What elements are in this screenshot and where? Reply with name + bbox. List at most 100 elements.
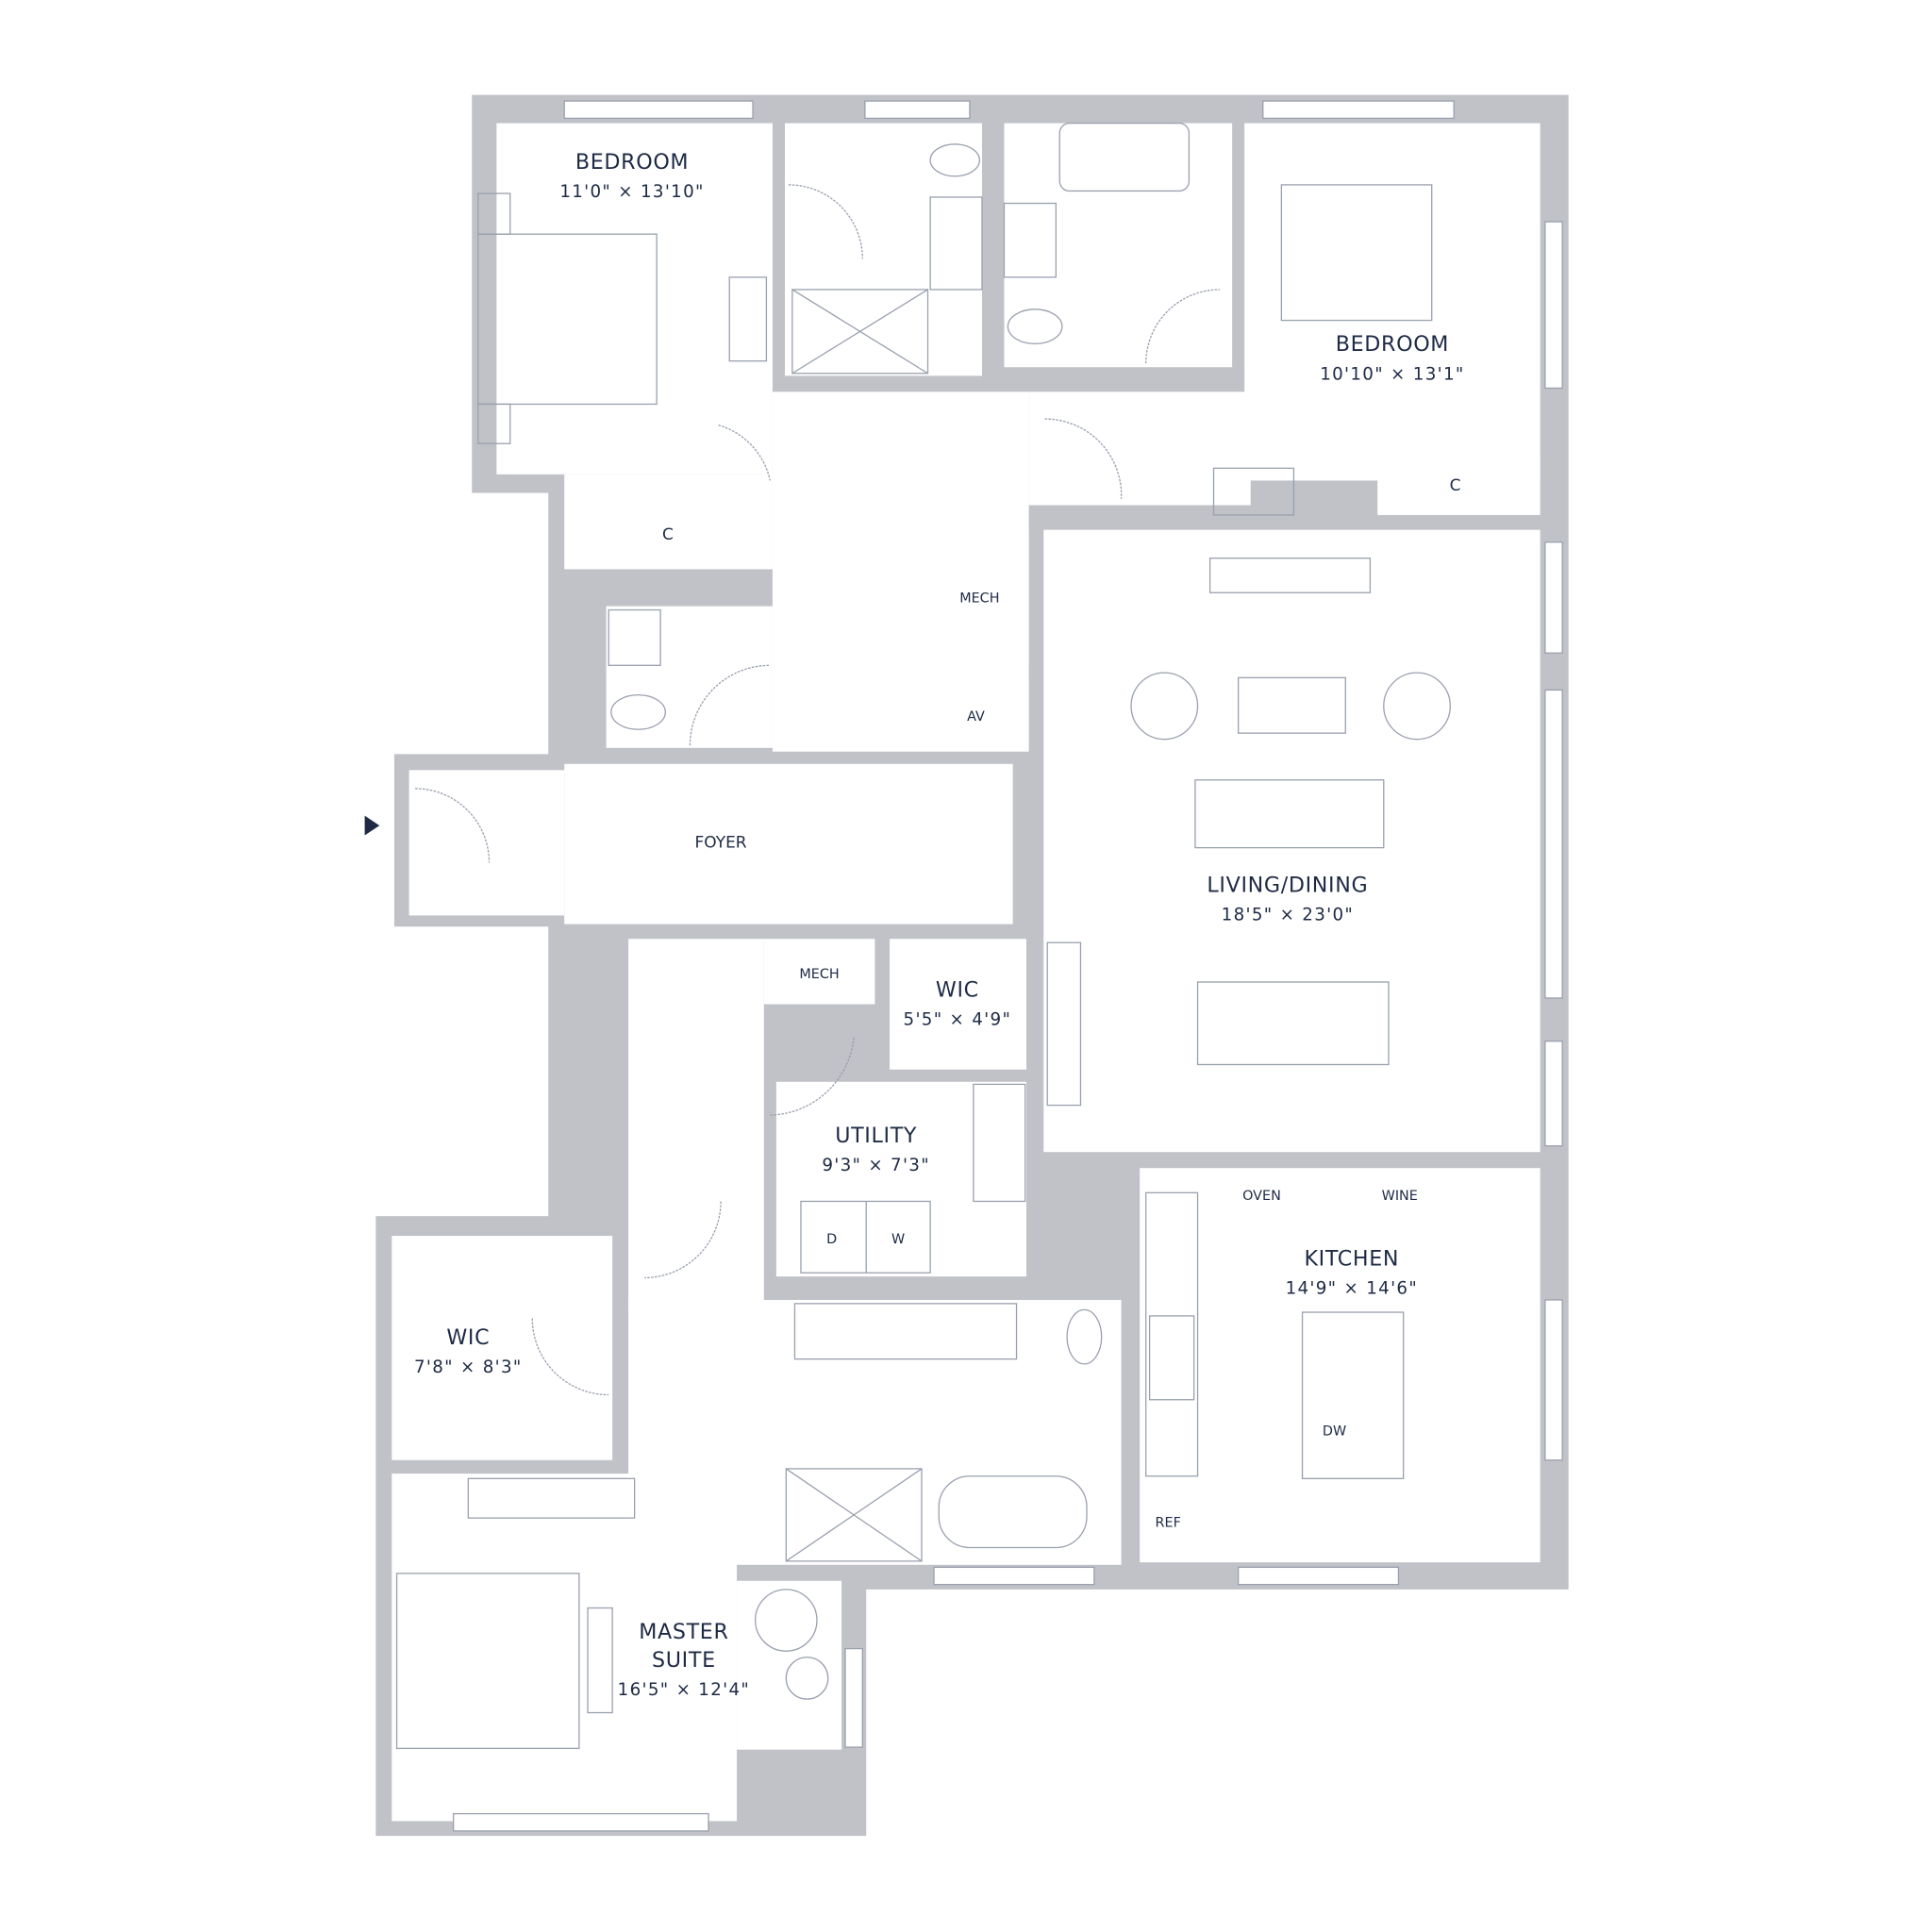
shower	[785, 1468, 923, 1562]
utility-area	[775, 1081, 1026, 1277]
vanity	[608, 608, 661, 666]
bedroom-1-area	[496, 123, 773, 475]
wine-label: WINE	[1382, 1189, 1418, 1204]
lower-hall-area	[628, 939, 764, 1309]
window	[1262, 100, 1455, 120]
window	[1544, 541, 1563, 654]
toilet	[929, 143, 981, 177]
room-name: SUITE	[652, 1648, 716, 1673]
toilet	[1007, 308, 1063, 345]
dining-table	[1196, 981, 1390, 1066]
room-dimensions: 9'3" × 7'3"	[822, 1156, 930, 1175]
vestibule-area	[408, 770, 565, 916]
mech-2-area	[763, 939, 875, 1005]
bed	[1280, 184, 1433, 322]
island	[1301, 1311, 1405, 1479]
room-dimensions: 7'8" × 8'3"	[414, 1357, 523, 1377]
room-name: WIC	[936, 978, 979, 1003]
window	[1544, 1041, 1563, 1147]
room-labels: BEDROOM 11'0" × 13'10" BEDROOM 10'10" × …	[414, 150, 1464, 1700]
bedroom-1-closet-area	[564, 474, 773, 570]
wic-master-area	[391, 1236, 613, 1460]
mech-1-area	[918, 529, 1029, 666]
hall-link-area	[1028, 391, 1251, 506]
window	[563, 100, 754, 120]
fridge-label: REF	[1156, 1515, 1181, 1530]
room-dimensions: 10'10" × 13'1"	[1320, 364, 1464, 384]
av-area	[918, 677, 1029, 748]
living-dining-area	[1043, 529, 1541, 1153]
sideboard	[1046, 941, 1082, 1107]
washer-label: W	[891, 1232, 905, 1247]
bathtub	[1058, 122, 1191, 192]
window	[1544, 221, 1563, 390]
media-console	[1208, 558, 1372, 593]
master-suite-bay-area	[737, 1580, 842, 1750]
bed	[477, 233, 658, 406]
fixture-labels: C C MECH AV MECH D W OVEN WINE DW REF	[662, 476, 1460, 1530]
dishwasher-label: DW	[1323, 1424, 1346, 1440]
armchair	[1130, 672, 1199, 741]
dresser	[1212, 467, 1295, 516]
armchair	[754, 1589, 818, 1652]
room-dimensions: 18'5" × 23'0"	[1222, 906, 1354, 925]
window	[933, 1566, 1095, 1586]
closet-label: C	[662, 525, 674, 544]
room-dimensions: 11'0" × 13'10"	[559, 182, 704, 202]
bed	[395, 1573, 580, 1750]
foyer-area	[564, 763, 1013, 924]
wic-small-area	[890, 939, 1026, 1070]
sink	[973, 1083, 1026, 1203]
double-vanity	[793, 1303, 1018, 1360]
room-name: LIVING/DINING	[1207, 874, 1368, 898]
shower	[791, 289, 929, 375]
av-label: AV	[967, 709, 985, 724]
room-name: BEDROOM	[1336, 332, 1449, 357]
side-table	[785, 1657, 829, 1700]
room-name: BEDROOM	[575, 150, 689, 175]
mech-label: MECH	[959, 591, 999, 607]
windows	[452, 100, 1563, 1832]
room-name: WIC	[446, 1325, 490, 1350]
bench	[587, 1607, 613, 1714]
armchair	[1383, 672, 1451, 741]
bedroom-2-closet-area	[1377, 456, 1541, 515]
room-name: KITCHEN	[1304, 1246, 1399, 1271]
sofa	[1194, 779, 1385, 849]
window	[452, 1812, 709, 1832]
rooms	[391, 123, 1541, 1822]
window	[844, 1647, 863, 1748]
room-name: MASTER	[639, 1620, 728, 1644]
desk	[728, 276, 768, 362]
powder-room-area	[606, 606, 773, 748]
toilet	[1066, 1308, 1103, 1365]
closet-label: C	[1450, 476, 1461, 495]
toilet	[610, 693, 666, 730]
window	[1238, 1566, 1400, 1586]
kitchen-area	[1140, 1168, 1541, 1563]
counter	[1145, 1191, 1199, 1477]
bedroom-2-area	[1244, 123, 1541, 481]
dresser	[467, 1477, 636, 1519]
nightstand	[477, 403, 511, 444]
window	[1544, 689, 1563, 999]
room-name: FOYER	[695, 834, 747, 853]
vanity	[929, 196, 983, 291]
bath-2-area	[1004, 123, 1233, 368]
freestanding-tub	[938, 1475, 1088, 1549]
dryer-label: D	[826, 1232, 837, 1247]
doors	[415, 184, 1221, 1396]
room-dimensions: 5'5" × 4'9"	[904, 1010, 1012, 1030]
mech-label: MECH	[799, 967, 839, 982]
window	[1544, 1299, 1563, 1461]
room-name: UTILITY	[835, 1124, 917, 1148]
furniture	[395, 122, 1451, 1750]
room-dimensions: 14'9" × 14'6"	[1286, 1278, 1418, 1298]
entry-arrow-icon	[364, 815, 380, 836]
coffee-table	[1238, 676, 1346, 734]
room-dimensions: 16'5" × 12'4"	[618, 1680, 750, 1700]
vanity	[1003, 202, 1057, 278]
nightstand	[477, 192, 511, 235]
cooktop	[1148, 1315, 1195, 1401]
